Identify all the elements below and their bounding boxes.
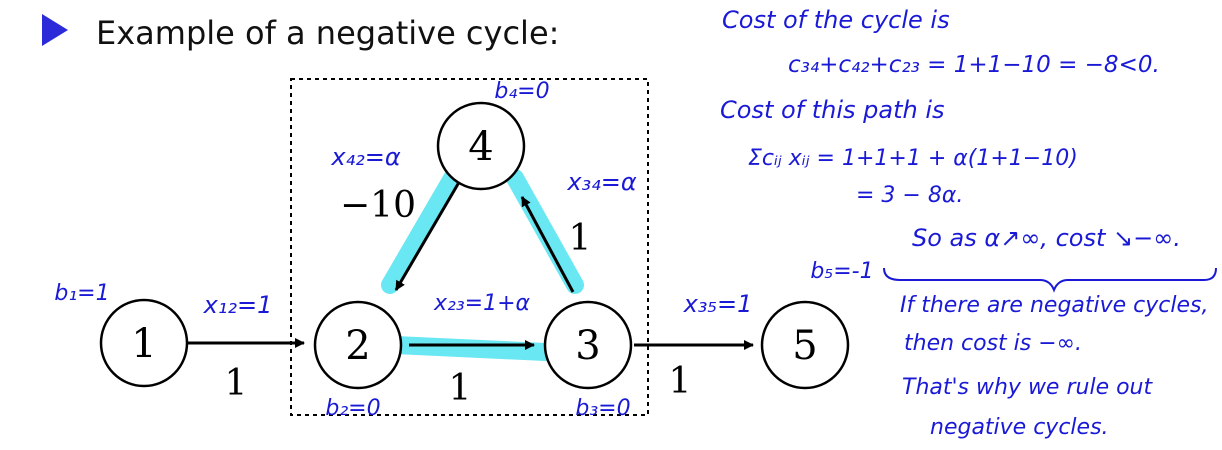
conclusion-line-2: then cost is −∞. bbox=[904, 331, 1082, 356]
supply-node-5: b₅=-1 bbox=[810, 259, 873, 284]
flow-2-3: x₂₃=1+α bbox=[433, 291, 531, 316]
edge-costs: 1 1 1 −10 1 bbox=[225, 185, 692, 409]
edge-4-2 bbox=[394, 171, 467, 291]
flow-1-2: x₁₂=1 bbox=[203, 291, 273, 319]
cycle-cost-label: Cost of the cycle is bbox=[722, 6, 950, 34]
limit-note: So as α↗∞, cost ↘−∞. bbox=[912, 224, 1181, 252]
supply-node-2: b₂=0 bbox=[325, 396, 380, 421]
node-2-label: 2 bbox=[345, 323, 370, 369]
flow-3-5: x₃₅=1 bbox=[683, 290, 753, 318]
edge-4-2-cost: −10 bbox=[340, 185, 416, 226]
edge-2-3-cost: 1 bbox=[449, 368, 472, 409]
handwritten-notes: Cost of the cycle is c₃₄+c₄₂+c₂₃ = 1+1−1… bbox=[720, 6, 1217, 440]
conclusion-line-1: If there are negative cycles, bbox=[900, 293, 1208, 318]
supply-node-1: b₁=1 bbox=[54, 281, 109, 306]
cycle-cost-formula: c₃₄+c₄₂+c₂₃ = 1+1−10 = −8<0. bbox=[788, 52, 1160, 78]
flow-3-4: x₃₄=α bbox=[566, 168, 637, 196]
flow-4-2: x₄₂=α bbox=[330, 143, 401, 171]
node-2: 2 bbox=[313, 300, 403, 390]
brace-icon bbox=[883, 267, 1217, 293]
path-cost-formula: Σcᵢⱼ xᵢⱼ = 1+1+1 + α(1+1−10) bbox=[748, 146, 1078, 171]
node-3-label: 3 bbox=[575, 323, 600, 369]
edge-1-2-cost: 1 bbox=[225, 363, 248, 404]
node-5: 5 bbox=[760, 300, 850, 390]
edge-3-4 bbox=[520, 196, 575, 293]
edge-3-4-cost: 1 bbox=[569, 218, 592, 259]
path-cost-label: Cost of this path is bbox=[720, 96, 945, 124]
node-3: 3 bbox=[543, 300, 633, 390]
node-5-label: 5 bbox=[792, 323, 817, 369]
cycle-highlight bbox=[381, 159, 584, 361]
node-1: 1 bbox=[99, 298, 189, 388]
slide-title: Example of a negative cycle: bbox=[96, 14, 559, 52]
supply-node-4: b₄=0 bbox=[494, 79, 549, 104]
edges bbox=[187, 171, 754, 350]
node-4-label: 4 bbox=[468, 124, 493, 170]
node-1-label: 1 bbox=[131, 321, 156, 367]
conclusion-line-4: negative cycles. bbox=[930, 415, 1109, 440]
path-cost-result: = 3 − 8α. bbox=[856, 183, 963, 208]
bullet-icon bbox=[42, 14, 68, 46]
supply-node-3: b₃=0 bbox=[575, 396, 630, 421]
cycle-box bbox=[290, 78, 649, 416]
supply-annotations: b₁=1 b₂=0 b₃=0 b₄=0 b₅=-1 bbox=[54, 79, 873, 421]
flow-annotations: x₁₂=1 x₂₃=1+α x₃₄=α x₄₂=α x₃₅=1 bbox=[203, 143, 753, 319]
edge-3-5-cost: 1 bbox=[669, 361, 692, 402]
node-4: 4 bbox=[436, 101, 526, 191]
nodes: 1 2 3 4 5 bbox=[99, 101, 850, 390]
conclusion-line-3: That's why we rule out bbox=[902, 375, 1153, 400]
